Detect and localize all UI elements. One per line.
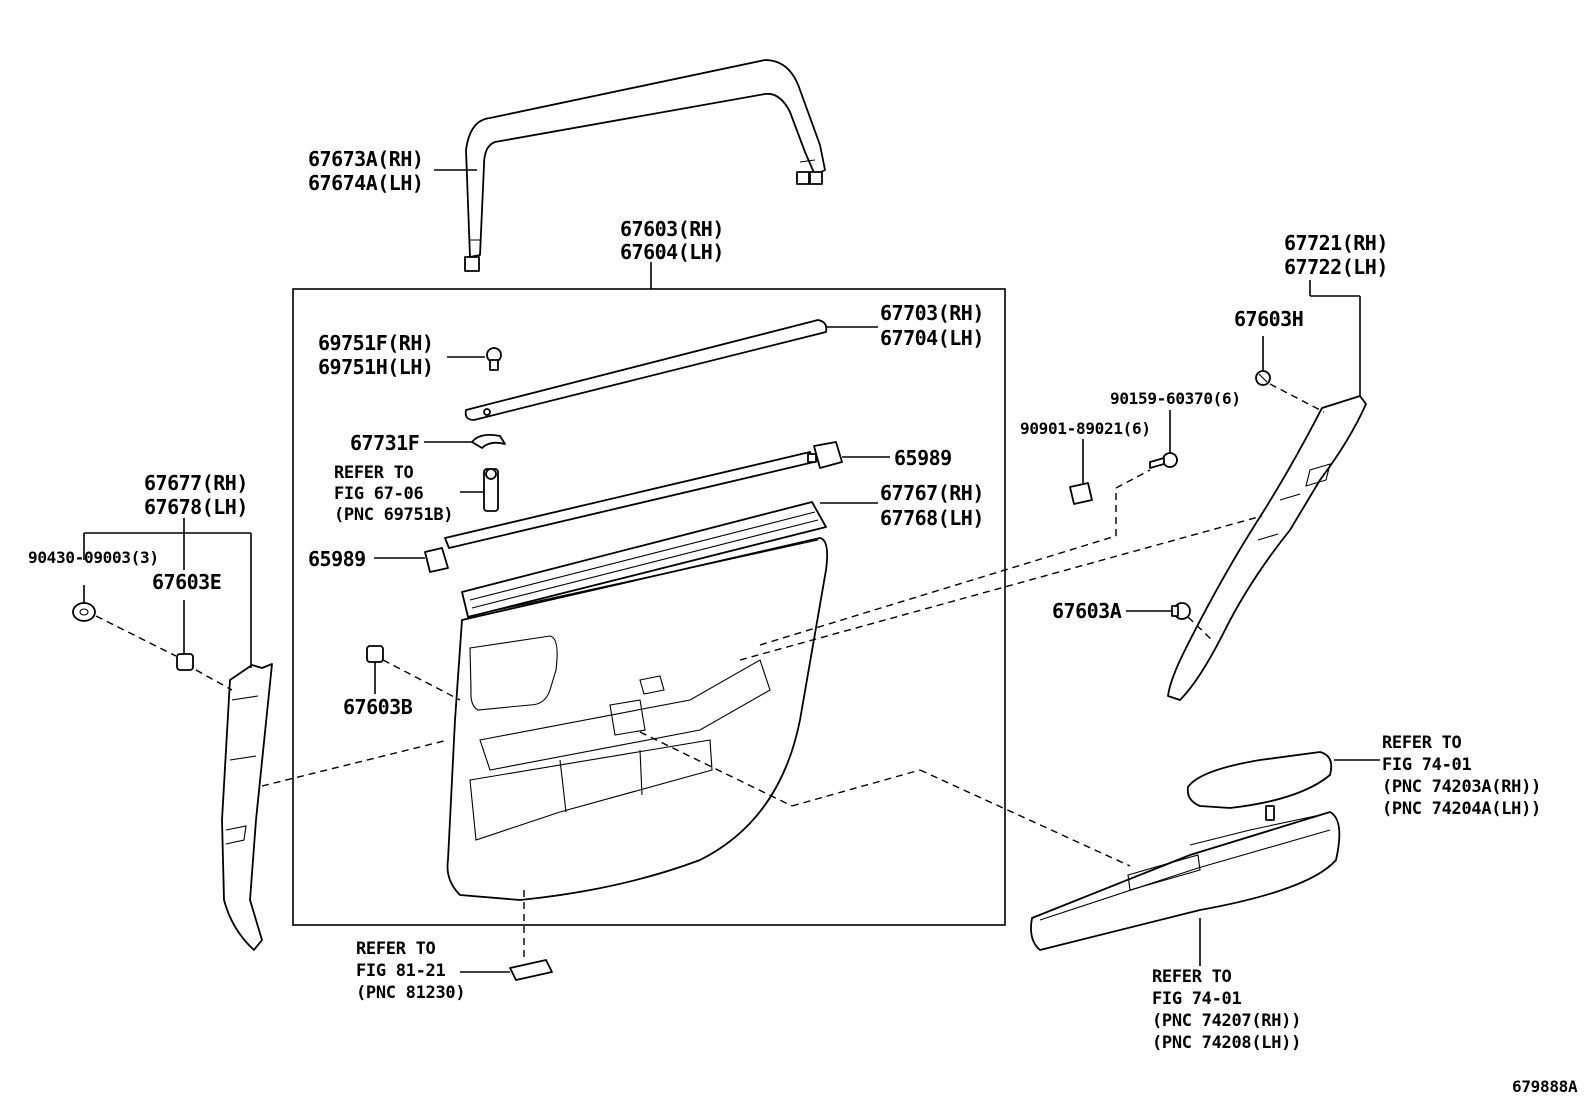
dash-garnish-1 <box>739 515 1263 661</box>
label-67603: 67603(RH) <box>620 217 724 241</box>
label-69751h: 69751H(LH) <box>318 355 433 379</box>
ref-7401-top-line2: FIG 74-01 <box>1382 755 1471 775</box>
dash-armrest-2 <box>791 769 921 807</box>
ref-7401-bottom-line3: (PNC 74207(RH)) <box>1152 1011 1301 1031</box>
ref-7401-bottom-line4: (PNC 74208(LH)) <box>1152 1033 1301 1053</box>
clip-67603b-part <box>366 645 384 663</box>
bracket-part <box>483 468 499 512</box>
garnish-67721-part <box>1167 395 1367 701</box>
diagram-id: 679888A <box>1512 1077 1578 1096</box>
label-67603b: 67603B <box>343 695 413 719</box>
label-67677: 67677(RH) <box>144 471 248 495</box>
ref-7401-top-line1: REFER TO <box>1382 733 1462 753</box>
ref-7401-top-line4: (PNC 74204A(LH)) <box>1382 799 1541 819</box>
door-trim-board-part <box>446 537 829 901</box>
pillar-67677-part <box>221 663 273 951</box>
ref-8121-line3: (PNC 81230) <box>356 983 465 1003</box>
dash-pillar-board <box>261 739 449 787</box>
cover-65989-left-part <box>424 547 449 573</box>
nut-90901-part <box>1069 482 1093 505</box>
label-67767: 67767(RH) <box>880 481 984 505</box>
label-65989-top: 65989 <box>894 446 952 470</box>
label-67678: 67678(LH) <box>144 495 248 519</box>
upper-trim-part <box>464 59 826 272</box>
armrest-base-part <box>1030 811 1341 951</box>
dash-67603e <box>195 669 233 691</box>
label-67722: 67722(LH) <box>1284 255 1388 279</box>
ref-7401-bottom-line2: FIG 74-01 <box>1152 989 1241 1009</box>
cover-65989-top-part <box>807 441 843 469</box>
label-67673a: 67673A(RH) <box>308 147 423 171</box>
clip-67603h-part <box>1255 370 1271 386</box>
armrest-cover-part <box>1186 751 1333 821</box>
clip-67731f-part <box>471 433 506 449</box>
dash-67603b <box>382 659 461 701</box>
label-67604: 67604(LH) <box>620 240 724 264</box>
dash-garnish-2 <box>759 535 1117 646</box>
ref-6706-line1: REFER TO <box>334 463 414 483</box>
dash-67603a <box>1187 616 1213 641</box>
screw-90159-part <box>1149 452 1178 469</box>
pin-69751f-part <box>486 347 502 371</box>
clip-67603a-part <box>1171 602 1191 620</box>
label-67603h: 67603H <box>1234 307 1303 331</box>
weatherstrip-part <box>464 319 828 421</box>
label-67768: 67768(LH) <box>880 506 984 530</box>
ref-8121-line2: FIG 81-21 <box>356 961 445 981</box>
dash-nut-2 <box>1115 469 1151 489</box>
label-67674a: 67674A(LH) <box>308 171 423 195</box>
label-90430: 90430-09003(3) <box>28 548 159 567</box>
washer-90430-part <box>72 602 96 622</box>
label-90159: 90159-60370(6) <box>1110 389 1241 408</box>
label-90901: 90901-89021(6) <box>1020 419 1151 438</box>
dash-armrest-3 <box>919 769 1131 867</box>
label-67703: 67703(RH) <box>880 301 984 325</box>
ref-6706-line2: FIG 67-06 <box>334 484 423 504</box>
ref-8121-part <box>509 959 553 981</box>
ref-7401-top-line3: (PNC 74203A(RH)) <box>1382 777 1541 797</box>
ref-8121-line1: REFER TO <box>356 939 436 959</box>
dash-armrest-1 <box>639 731 793 807</box>
door-board-group-box <box>292 288 1006 926</box>
label-65989-left: 65989 <box>308 547 366 571</box>
label-67721: 67721(RH) <box>1284 231 1388 255</box>
label-69751f: 69751F(RH) <box>318 331 433 355</box>
ref-7401-bottom-line1: REFER TO <box>1152 967 1232 987</box>
ref-6706-line3: (PNC 69751B) <box>334 505 453 525</box>
label-67704: 67704(LH) <box>880 326 984 350</box>
dash-90430 <box>95 615 177 657</box>
panel-67767-part <box>461 501 827 618</box>
clip-67603e-part <box>176 653 194 671</box>
label-67603a: 67603A <box>1052 599 1122 623</box>
dash-67603h <box>1269 383 1325 413</box>
label-67731f: 67731F <box>350 431 419 455</box>
label-67603e: 67603E <box>152 570 221 594</box>
